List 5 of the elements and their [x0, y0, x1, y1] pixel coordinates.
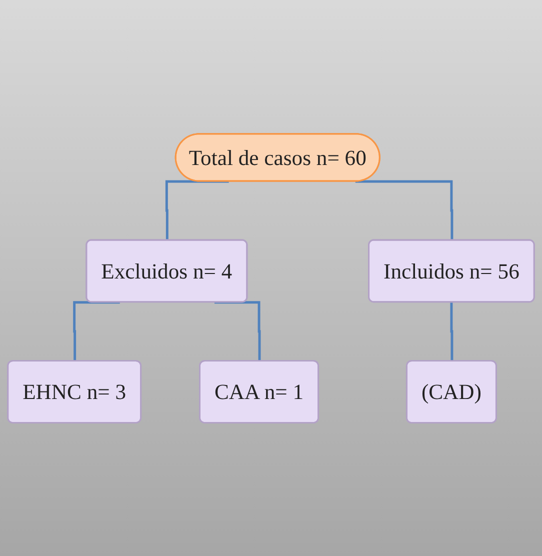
- connector: [73, 300, 120, 362]
- connector: [450, 300, 454, 362]
- connector: [165, 180, 229, 240]
- connector: [355, 180, 454, 240]
- connector: [214, 300, 261, 362]
